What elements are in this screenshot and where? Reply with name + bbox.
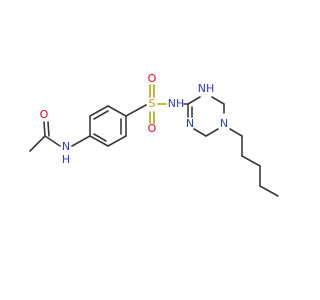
bond-benzene-6 — [89, 135, 109, 147]
bond-carbonyl-n — [44, 135, 61, 147]
bond-ring-ch2-n-imine — [193, 128, 207, 137]
bond-benzene-inner-3 — [93, 133, 107, 142]
bond-methyl-carbonyl — [29, 135, 46, 152]
bond-carbonyl-co-1 — [43, 121, 46, 137]
atom-o-sulfonyl-top: O — [148, 72, 157, 85]
atom-h-amide: H — [62, 153, 70, 166]
bond-benzene-3 — [107, 105, 127, 117]
bond-n-pentyl-1 — [229, 128, 243, 137]
bond-ring-n-ch2 — [205, 128, 219, 137]
bond-n-ring — [71, 135, 91, 147]
bond-benzene-2 — [89, 105, 109, 117]
bond-pentyl-3 — [241, 155, 261, 167]
atom-n-ring-pentyl: N — [220, 117, 228, 130]
atom-n-ring-imine: N — [186, 117, 194, 130]
bond-ring-nh-ch2 — [211, 96, 225, 105]
atom-o-sulfonyl-bottom: O — [148, 122, 157, 135]
atom-s-sulfonyl: S — [149, 97, 156, 110]
molecule-structure-diagram: O N H S O O NH NH N N — [29, 72, 279, 197]
atom-nh-ring: NH — [198, 82, 215, 95]
bond-benzene-inner-1 — [93, 110, 109, 120]
bond-pentyl-5 — [259, 185, 279, 197]
atom-nh-sulfonamide: NH — [168, 97, 185, 110]
bond-benzene-5 — [107, 135, 127, 147]
bond-ring-c-nh — [187, 96, 201, 105]
atom-o-acetyl: O — [40, 108, 49, 121]
bond-ring-s — [125, 104, 147, 117]
atom-n-amide: N — [62, 140, 70, 153]
bond-carbonyl-co-2 — [47, 121, 50, 137]
